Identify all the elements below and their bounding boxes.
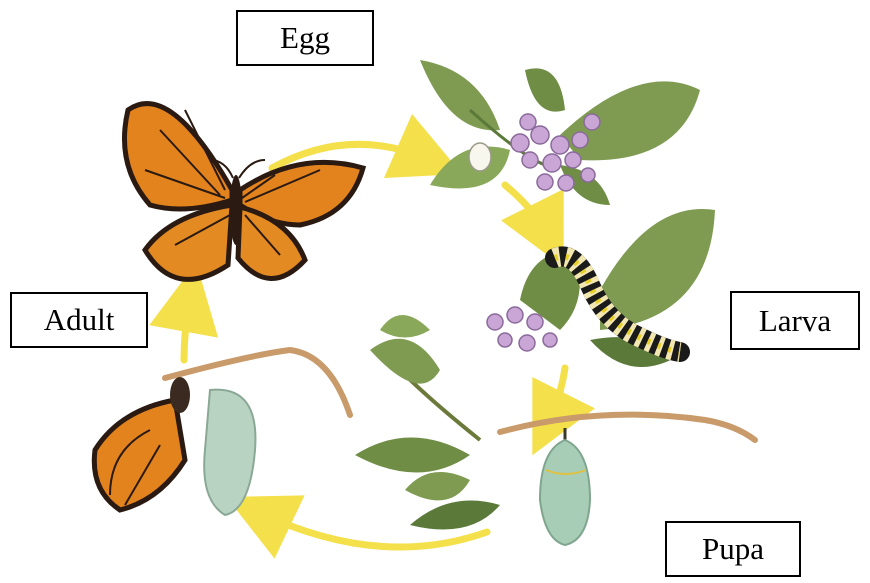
egg-icon [469,143,491,171]
arrow-larva-to-pupa [548,368,565,424]
butterfly-icon [124,104,363,280]
emerging-butterfly-icon [94,350,350,515]
egg-label: Egg [236,10,374,66]
pupa-label: Pupa [665,521,801,577]
adult-label: Adult [10,292,148,348]
chrysalis-icon [540,428,590,545]
arrow-egg-to-larva [505,185,548,236]
larva-label: Larva [730,291,860,350]
milkweed-icon [420,60,700,205]
arrow-emerging-to-butterfly [184,297,190,360]
